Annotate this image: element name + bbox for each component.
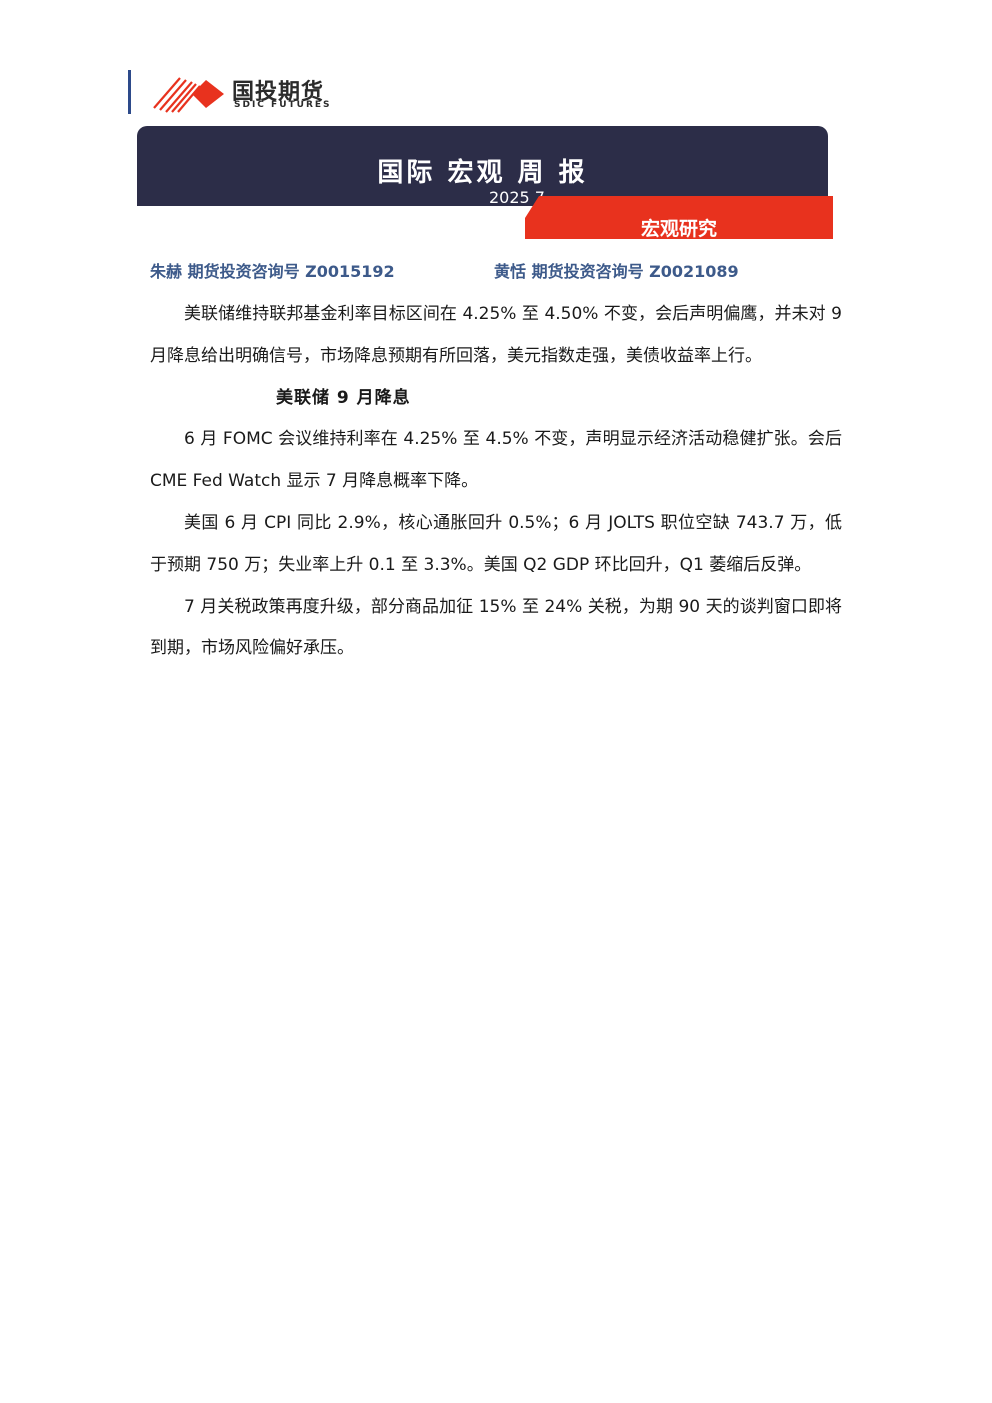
author-2: 黄恬 期货投资咨询号 Z0021089 — [494, 262, 739, 281]
report-body: 美联储维持联邦基金利率目标区间在 4.25% 至 4.50% 不变，会后声明偏鹰… — [150, 294, 842, 670]
logo-english-name: SDIC FUTURES — [234, 100, 332, 110]
section-heading: 美联储 9 月降息 — [276, 387, 411, 408]
tariff-paragraph: 7 月关税政策再度升级，部分商品加征 15% 至 24% 关税，为期 90 天的… — [150, 596, 842, 659]
header-rule — [128, 70, 131, 114]
company-logo: 国投期货 SDIC FUTURES — [152, 72, 352, 116]
logo-chinese-name: 国投期货 — [232, 80, 325, 105]
summary-paragraph: 美联储维持联邦基金利率目标区间在 4.25% 至 4.50% 不变，会后声明偏鹰… — [150, 304, 842, 366]
report-category-tag: 宏观研究 — [525, 196, 833, 239]
report-title: 国际 宏观 周 报 — [377, 158, 588, 188]
report-banner: 国际 宏观 周 报 2025 7 — [137, 126, 828, 207]
fomc-paragraph: 6 月 FOMC 会议维持利率在 4.25% 至 4.5% 不变，声明显示经济活… — [150, 429, 842, 492]
report-date: 2025 7 — [489, 188, 545, 207]
sdic-logo-icon — [153, 77, 224, 113]
author-1: 朱赫 期货投资咨询号 Z0015192 — [150, 262, 395, 281]
report-category-label: 宏观研究 — [640, 218, 717, 240]
data-paragraph: 美国 6 月 CPI 同比 2.9%，核心通胀回升 0.5%；6 月 JOLTS… — [150, 512, 842, 575]
